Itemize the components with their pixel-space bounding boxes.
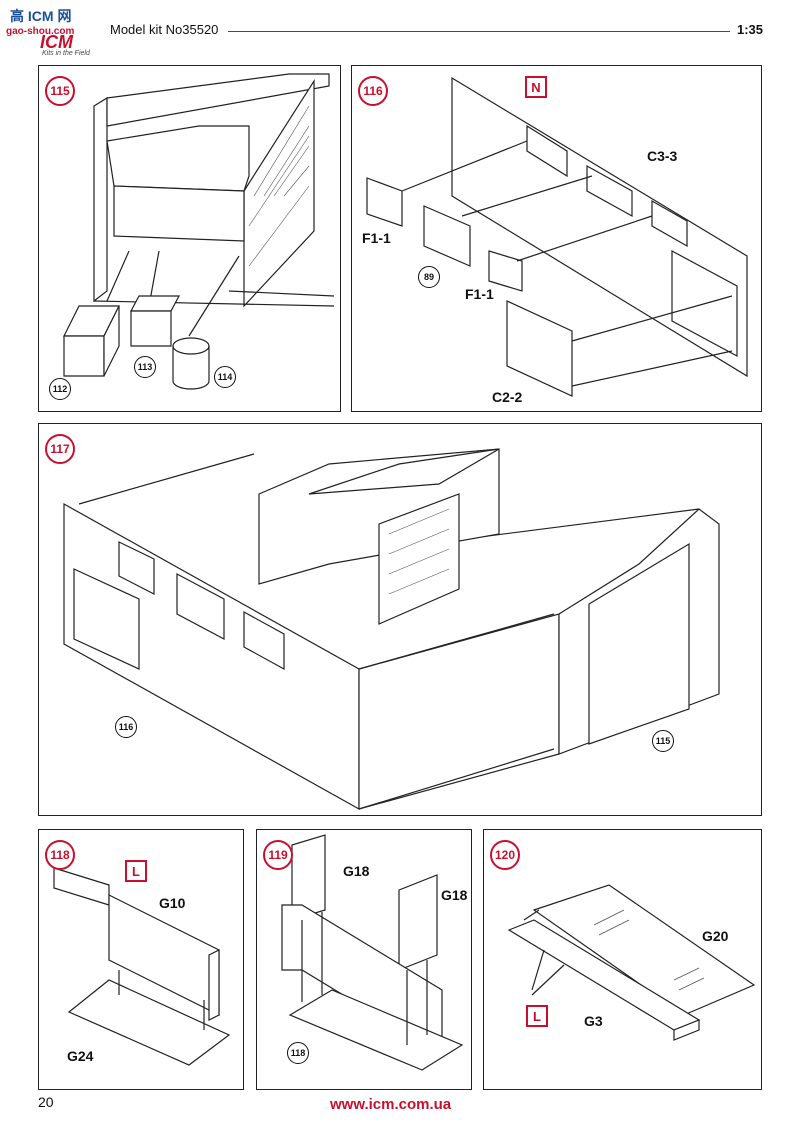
part-label: F1-1 xyxy=(465,286,494,302)
part-label: G18 xyxy=(343,863,370,879)
step-120-panel: 120 G20 L G3 xyxy=(483,829,762,1090)
part-label: F1-1 xyxy=(362,230,391,246)
step-number: 120 xyxy=(490,840,520,870)
scale-label: 1:35 xyxy=(737,22,764,37)
icm-logo: 高 ICM 网 gao-shou.com ICM Kits in the Fie… xyxy=(4,2,100,62)
sprue-tag: N xyxy=(525,76,547,98)
part-label: G3 xyxy=(584,1013,603,1029)
part-label: G10 xyxy=(159,895,186,911)
part-label: G24 xyxy=(67,1048,94,1064)
part-ref-115: 115 xyxy=(652,730,674,752)
logo-brand: ICM xyxy=(40,32,73,52)
sprue-tag: L xyxy=(526,1005,548,1027)
part-ref-114: 114 xyxy=(214,366,236,388)
page-number: 20 xyxy=(38,1094,54,1110)
part-label: C2-2 xyxy=(492,389,523,405)
step-115-panel: 115 112 113 114 xyxy=(38,65,341,412)
logo-url: gao-shou.com xyxy=(6,26,75,37)
part-ref-118: 118 xyxy=(287,1042,309,1064)
step-number: 118 xyxy=(45,840,75,870)
header-rule xyxy=(228,31,730,32)
part-label: C3-3 xyxy=(647,148,678,164)
step-116-panel: 116 N C3-3 F1-1 89 F1-1 C2-2 xyxy=(351,65,762,412)
step-117-drawing xyxy=(63,448,720,811)
step-number: 117 xyxy=(45,434,75,464)
step-number: 115 xyxy=(45,76,75,106)
part-ref-89: 89 xyxy=(418,266,440,288)
step-number: 119 xyxy=(263,840,293,870)
logo-tagline: Kits in the Field xyxy=(42,50,90,57)
step-118-drawing xyxy=(53,867,231,1066)
step-116-drawing xyxy=(366,76,748,397)
logo-top-text: 高 ICM 网 xyxy=(10,8,72,24)
step-118-panel: 118 L G10 G24 xyxy=(38,829,244,1090)
page-title: Model kit No35520 xyxy=(110,22,219,37)
step-119-drawing xyxy=(281,834,464,1071)
step-115-drawing xyxy=(63,73,335,390)
website-link[interactable]: www.icm.com.ua xyxy=(330,1096,452,1113)
step-number: 116 xyxy=(358,76,388,106)
part-ref-112: 112 xyxy=(49,378,71,400)
step-120-drawing xyxy=(507,884,756,1041)
step-119-panel: 119 G18 G18 118 xyxy=(256,829,472,1090)
part-ref-113: 113 xyxy=(134,356,156,378)
part-label: G20 xyxy=(702,928,729,944)
step-117-panel: 117 116 115 xyxy=(38,423,762,816)
part-label: G18 xyxy=(441,887,468,903)
part-ref-116: 116 xyxy=(115,716,137,738)
sprue-tag: L xyxy=(125,860,147,882)
